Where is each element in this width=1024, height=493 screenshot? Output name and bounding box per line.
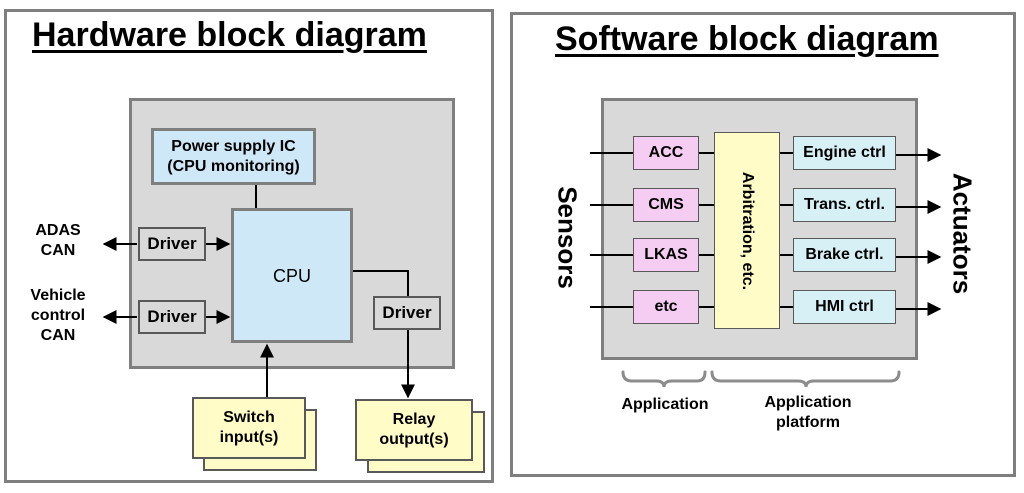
ctrl-engine-box: Engine ctrl [793, 136, 896, 170]
arbitration-box: Arbitration, etc. [714, 132, 780, 329]
application-brace [621, 370, 707, 388]
ctrl-trans-box: Trans. ctrl. [793, 188, 896, 222]
hardware-title: Hardware block diagram [32, 16, 427, 54]
app-acc-box: ACC [633, 136, 699, 170]
power-supply-label-1: Power supply IC [171, 137, 296, 155]
ctrl-hmi-box: HMI ctrl [793, 290, 896, 324]
driver-adas-box: Driver [138, 227, 206, 261]
driver-relay-box: Driver [373, 296, 441, 330]
cpu-label: CPU [272, 265, 311, 286]
cpu-to-driver-relay-line [353, 270, 409, 296]
driver-adas-label: Driver [147, 234, 197, 253]
power-supply-label-2: (CPU monitoring) [167, 157, 300, 175]
driver-vehicle-box: Driver [138, 300, 206, 334]
platform-brace [710, 370, 901, 388]
driver-vehicle-label: Driver [147, 307, 197, 326]
software-title: Software block diagram [555, 20, 939, 58]
power-supply-ic-box: Power supply IC (CPU monitoring) [151, 128, 316, 185]
app-lkas-box: LKAS [633, 238, 699, 272]
ctrl-brake-box: Brake ctrl. [793, 238, 896, 272]
app-etc-box: etc [633, 290, 699, 324]
application-label: Application [621, 396, 709, 413]
driver-relay-label: Driver [382, 303, 432, 322]
app-cms-box: CMS [633, 188, 699, 222]
cpu-box: CPU [231, 208, 353, 343]
